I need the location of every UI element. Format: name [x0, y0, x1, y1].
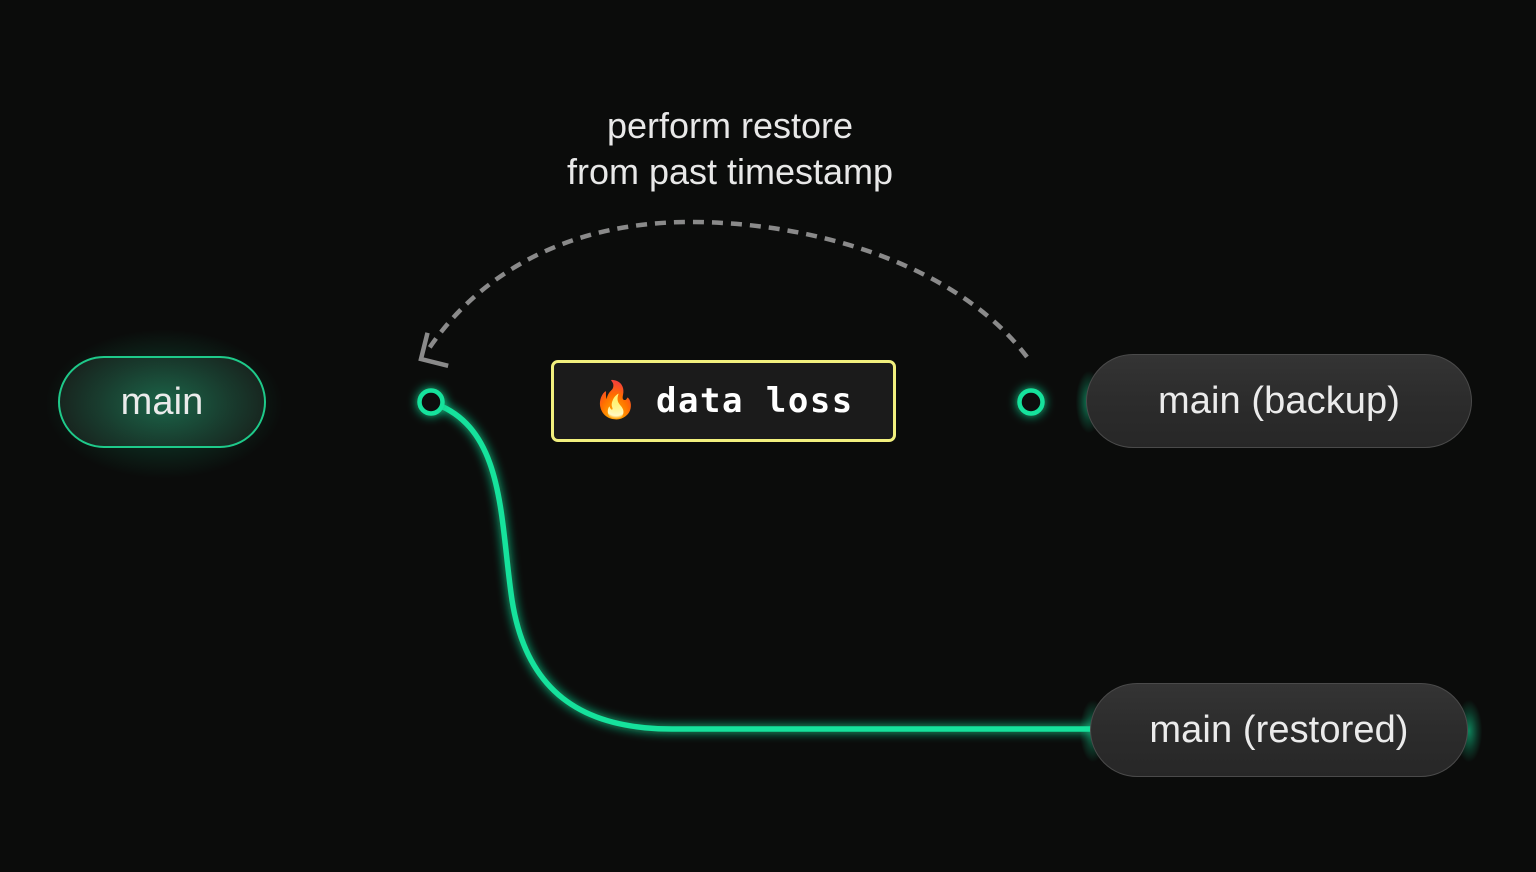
branch-point-commit-node[interactable] — [417, 388, 445, 416]
restore-arrowhead-icon — [418, 332, 449, 368]
backup-point-commit-node[interactable] — [1017, 388, 1045, 416]
node-main-restored-label: main (restored) — [1149, 708, 1409, 751]
wire-branchpoint-to-restored — [433, 401, 1097, 732]
restore-dashed-arc — [426, 219, 1029, 359]
event-data-loss-label: data loss — [656, 381, 854, 421]
restore-annotation-line1: perform restore — [606, 105, 854, 146]
restore-annotation-line2: from past timestamp — [566, 151, 894, 192]
node-main-restored[interactable]: main (restored) — [1090, 683, 1468, 777]
node-main-backup[interactable]: main (backup) — [1086, 354, 1472, 448]
fire-emoji: 🔥 — [593, 380, 639, 421]
node-main-backup-label: main (backup) — [1157, 379, 1401, 422]
restore-annotation: perform restore from past timestamp — [430, 103, 1030, 195]
node-main[interactable]: main — [8, 306, 320, 502]
node-main-label: main — [120, 380, 204, 423]
event-data-loss[interactable]: 🔥 data loss — [551, 360, 896, 442]
